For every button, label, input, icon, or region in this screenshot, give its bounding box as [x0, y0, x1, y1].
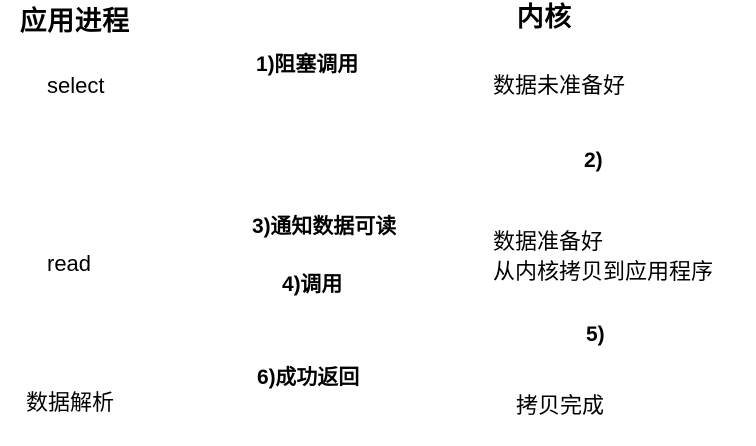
arrow-label-step-1: 1)阻塞调用 — [256, 53, 359, 76]
column-heading-application-process: 应用进程 — [20, 6, 130, 36]
node-data-ready-line2: 从内核拷贝到应用程序 — [493, 258, 714, 284]
arrow-label-step-2: 2) — [584, 149, 603, 172]
node-data-not-ready: 数据未准备好 — [493, 73, 626, 98]
arrow-label-step-5: 5) — [586, 323, 605, 346]
arrow-label-step-3: 3)通知数据可读 — [252, 215, 397, 238]
column-heading-kernel: 内核 — [517, 2, 572, 32]
node-data-parse: 数据解析 — [26, 390, 115, 415]
node-read: read — [47, 251, 92, 276]
node-select: select — [47, 73, 105, 98]
node-data-ready-line1: 数据准备好 — [493, 229, 604, 254]
arrow-label-step-6: 6)成功返回 — [257, 366, 360, 389]
arrow-label-step-4: 4)调用 — [282, 273, 343, 296]
node-data-ready-group: 数据准备好 从内核拷贝到应用程序 — [493, 227, 718, 286]
node-copy-complete: 拷贝完成 — [516, 393, 605, 418]
